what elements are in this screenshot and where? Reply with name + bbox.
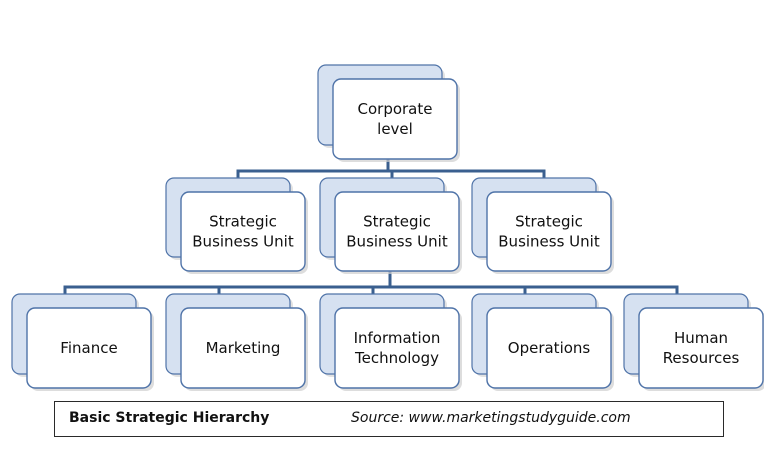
node-strategic-business-unit-2-front-card: [334, 191, 460, 272]
node-corporate-level-front-card: [332, 78, 458, 160]
node-marketing-label-line-1: Marketing: [206, 339, 281, 357]
caption-title: Basic Strategic Hierarchy: [69, 410, 270, 426]
node-strategic-business-unit-1-front-card: [180, 191, 306, 272]
node-human-resources-label-line-2: Resources: [663, 349, 740, 367]
caption-source: Source: www.marketingstudyguide.com: [351, 410, 631, 426]
node-finance-label-line-1: Finance: [60, 339, 117, 357]
node-strategic-business-unit-2-label-line-2: Business Unit: [346, 233, 448, 251]
node-marketing: Marketing: [165, 293, 308, 391]
node-information-technology-front-card: [334, 307, 460, 389]
node-human-resources-front-card: [638, 307, 764, 389]
node-human-resources-label-line-1: Human: [674, 329, 728, 347]
node-strategic-business-unit-3-front-card: [486, 191, 612, 272]
node-strategic-business-unit-3-label-line-2: Business Unit: [498, 233, 600, 251]
node-marketing-front-card: [180, 307, 306, 389]
node-corporate-level-label-line-1: Corporate: [358, 100, 433, 118]
node-finance: Finance: [11, 293, 154, 391]
node-operations: Operations: [471, 293, 614, 391]
node-operations-label-line-1: Operations: [508, 339, 591, 357]
node-corporate-level: Corporate level: [317, 64, 460, 162]
caption-box: Basic Strategic Hierarchy Source: www.ma…: [54, 401, 724, 437]
node-strategic-business-unit-1-label-line-1: Strategic: [209, 213, 277, 231]
node-strategic-business-unit-1-label-line-2: Business Unit: [192, 233, 294, 251]
node-corporate-level-label-line-2: level: [377, 120, 413, 138]
node-finance-front-card: [26, 307, 152, 389]
node-strategic-business-unit-2-label-line-1: Strategic: [363, 213, 431, 231]
node-strategic-business-unit-3-label-line-1: Strategic: [515, 213, 583, 231]
node-operations-front-card: [486, 307, 612, 389]
node-information-technology-label-line-2: Technology: [354, 349, 439, 367]
node-information-technology-label-line-1: Information: [354, 329, 441, 347]
